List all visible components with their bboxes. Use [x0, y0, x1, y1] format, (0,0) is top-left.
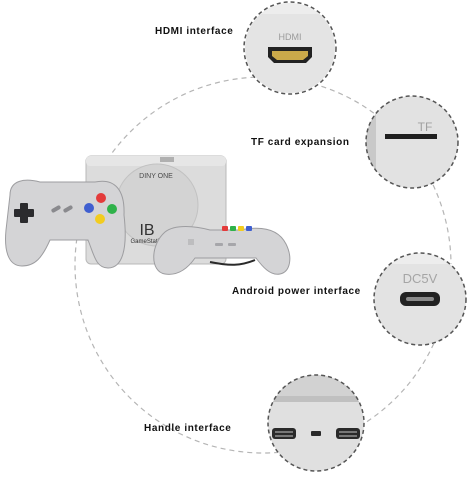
face-button-blue — [84, 203, 94, 213]
face-button-red — [96, 193, 106, 203]
tf-card-expansion-label: TF card expansion — [251, 137, 350, 148]
power-port-text: DC5V — [403, 271, 438, 286]
console-brand-text: DINY ONE — [139, 173, 173, 180]
controller-port-right-icon — [336, 428, 360, 439]
controller-port-left-icon — [272, 428, 296, 439]
tf-slot-icon — [385, 134, 437, 139]
console-logo-text: IB — [139, 222, 154, 239]
face-button-yellow — [95, 214, 105, 224]
tf-port-text: TF — [418, 120, 433, 134]
hdmi-port-text: HDMI — [279, 32, 302, 42]
power-zoom-circle: DC5V — [373, 252, 467, 346]
right-controller — [153, 226, 291, 275]
hdmi-zoom-circle: HDMI — [243, 1, 337, 95]
android-power-interface-label: Android power interface — [232, 286, 361, 297]
dpad-icon — [14, 203, 34, 223]
tf-zoom-circle: TF — [365, 95, 459, 189]
hdmi-interface-label: HDMI interface — [155, 26, 234, 37]
console-badge-text: GameStation — [130, 239, 165, 245]
handle-interface-label: Handle interface — [144, 423, 232, 434]
face-button-green — [107, 204, 117, 214]
handle-zoom-circle — [267, 374, 365, 472]
left-controller — [5, 179, 126, 269]
